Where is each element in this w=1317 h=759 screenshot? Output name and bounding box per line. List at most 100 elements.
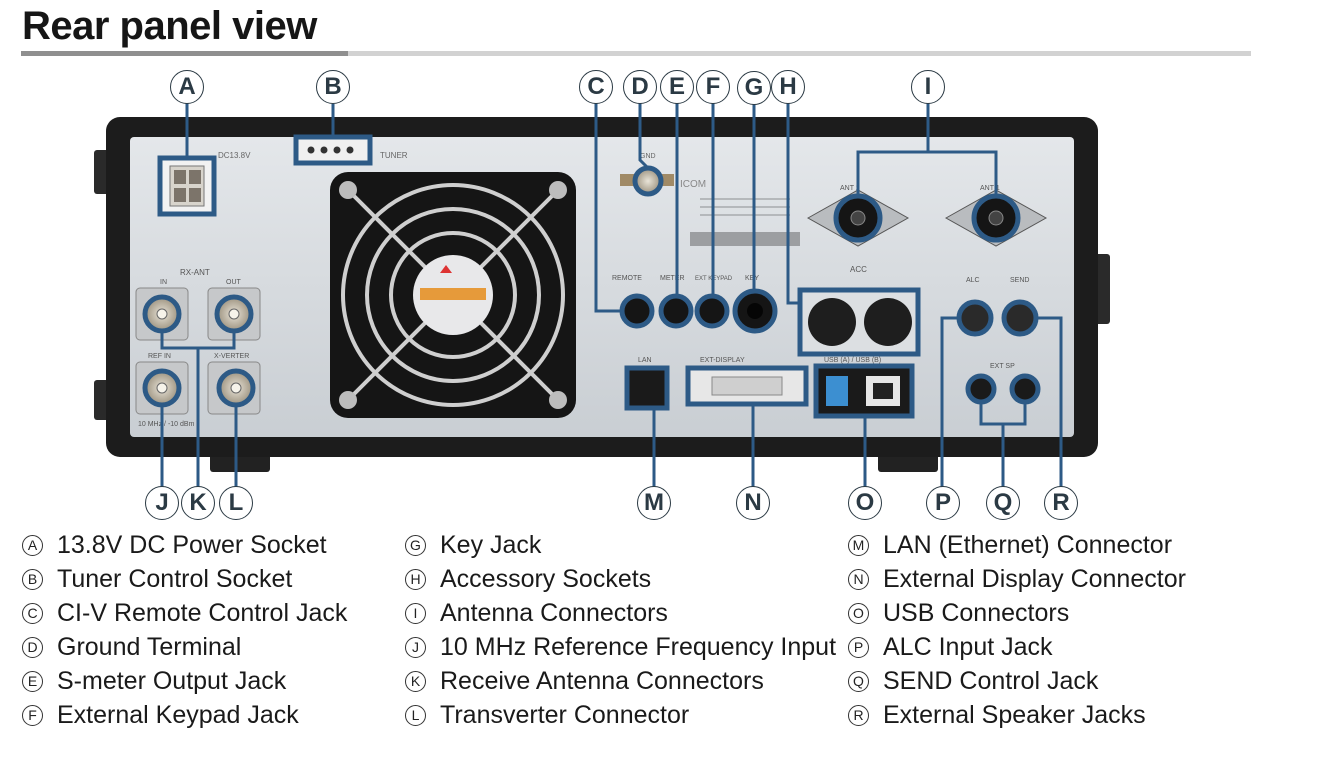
legend-key: M xyxy=(848,534,869,556)
svg-text:EXT-DISPLAY: EXT-DISPLAY xyxy=(700,357,745,364)
callout-D: D xyxy=(623,70,657,104)
svg-text:OUT: OUT xyxy=(226,279,242,286)
callout-O: O xyxy=(848,486,882,520)
callout-P: P xyxy=(926,486,960,520)
svg-text:ICOM: ICOM xyxy=(680,179,706,190)
legend-item: G Key Jack xyxy=(405,528,836,562)
meter-jack xyxy=(658,293,694,329)
legend-key: F xyxy=(22,704,43,726)
page-title: Rear panel view xyxy=(22,4,317,48)
svg-text:REMOTE: REMOTE xyxy=(612,275,642,282)
rx-ant-label: RX-ANT xyxy=(180,268,210,277)
svg-text:USB (A) / USB (B): USB (A) / USB (B) xyxy=(824,357,881,364)
remote-jack xyxy=(619,293,655,329)
svg-text:EXT SP: EXT SP xyxy=(990,363,1015,370)
antenna-connector-2 xyxy=(806,189,910,247)
svg-text:REF IN: REF IN xyxy=(148,353,171,360)
svg-text:LAN: LAN xyxy=(638,357,652,364)
legend-key: C xyxy=(22,602,43,624)
callout-J: J xyxy=(145,486,179,520)
legend-key: L xyxy=(405,704,426,726)
legend-label: Accessory Sockets xyxy=(440,564,652,593)
legend-key: N xyxy=(848,568,869,590)
legend-label: Transverter Connector xyxy=(440,700,690,729)
svg-text:METER: METER xyxy=(660,275,685,282)
send-jack xyxy=(1001,299,1039,337)
legend-key: K xyxy=(405,670,426,692)
callout-N: N xyxy=(736,486,770,520)
legend-key: Q xyxy=(848,670,869,692)
svg-text:ACC: ACC xyxy=(850,265,867,274)
legend-key: H xyxy=(405,568,426,590)
svg-text:ANT 1: ANT 1 xyxy=(980,185,1000,192)
title-underline-dark xyxy=(21,51,348,56)
legend-label: USB Connectors xyxy=(883,598,1070,627)
tuner-label: TUNER xyxy=(380,151,408,160)
rx-ant-in-connector xyxy=(135,287,189,341)
legend-item: B Tuner Control Socket xyxy=(22,562,347,596)
legend-item: M LAN (Ethernet) Connector xyxy=(848,528,1186,562)
cooling-fan xyxy=(330,172,576,418)
legend-item: O USB Connectors xyxy=(848,596,1186,630)
legend-label: Key Jack xyxy=(440,530,542,559)
ground-terminal xyxy=(632,165,664,197)
legend-key: D xyxy=(22,636,43,658)
legend-key: P xyxy=(848,636,869,658)
svg-text:ALC: ALC xyxy=(966,277,980,284)
legend-item: Q SEND Control Jack xyxy=(848,664,1186,698)
keypad-jack xyxy=(694,293,730,329)
legend-item: D Ground Terminal xyxy=(22,630,347,664)
leader-lines xyxy=(160,102,1063,488)
legend-label: External Speaker Jacks xyxy=(883,700,1146,729)
legend-label: Antenna Connectors xyxy=(440,598,668,627)
serial-label: ICOM xyxy=(680,179,800,246)
svg-text:SEND: SEND xyxy=(1010,277,1029,284)
legend-key: B xyxy=(22,568,43,590)
callout-G: G xyxy=(737,71,771,105)
svg-text:ANT 2: ANT 2 xyxy=(840,185,860,192)
ext-speaker-jack-a xyxy=(965,373,997,405)
legend-label: 13.8V DC Power Socket xyxy=(57,530,327,559)
legend-key: O xyxy=(848,602,869,624)
legend-item: N External Display Connector xyxy=(848,562,1186,596)
callout-B: B xyxy=(316,70,350,104)
legend-label: CI-V Remote Control Jack xyxy=(57,598,348,627)
callout-R: R xyxy=(1044,486,1078,520)
legend-key: R xyxy=(848,704,869,726)
legend-label: Ground Terminal xyxy=(57,632,242,661)
legend-label: 10 MHz Reference Frequency Input xyxy=(440,632,837,661)
rear-panel-diagram: DC13.8V TUNER RX-ANT IN OUT REF IN X-VER… xyxy=(94,102,1110,488)
legend-label: External Keypad Jack xyxy=(57,700,299,729)
svg-text:GND: GND xyxy=(640,153,656,160)
legend-item: R External Speaker Jacks xyxy=(848,698,1186,732)
legend-key: G xyxy=(405,534,426,556)
legend-item: L Transverter Connector xyxy=(405,698,836,732)
transverter-connector xyxy=(207,361,261,415)
lan-connector xyxy=(624,365,670,411)
legend-label: LAN (Ethernet) Connector xyxy=(883,530,1173,559)
legend-label: Tuner Control Socket xyxy=(57,564,293,593)
legend-key: E xyxy=(22,670,43,692)
legend-key: J xyxy=(405,636,426,658)
legend-label: ALC Input Jack xyxy=(883,632,1053,661)
callout-Q: Q xyxy=(986,486,1020,520)
callout-A: A xyxy=(170,70,204,104)
callout-L: L xyxy=(219,486,253,520)
callout-C: C xyxy=(579,70,613,104)
legend-label: S-meter Output Jack xyxy=(57,666,287,695)
alc-jack xyxy=(956,299,994,337)
legend-item: C CI-V Remote Control Jack xyxy=(22,596,347,630)
legend-item: F External Keypad Jack xyxy=(22,698,347,732)
title-underline-light xyxy=(348,51,1251,56)
legend-key: A xyxy=(22,534,43,556)
legend-label: SEND Control Jack xyxy=(883,666,1099,695)
callout-M: M xyxy=(637,486,671,520)
callout-F: F xyxy=(696,70,730,104)
rx-ant-out-connector xyxy=(207,287,261,341)
svg-text:10 MHz / -10 dBm: 10 MHz / -10 dBm xyxy=(138,421,195,428)
legend-label: External Display Connector xyxy=(883,564,1186,593)
ext-speaker-jack-b xyxy=(1009,373,1041,405)
